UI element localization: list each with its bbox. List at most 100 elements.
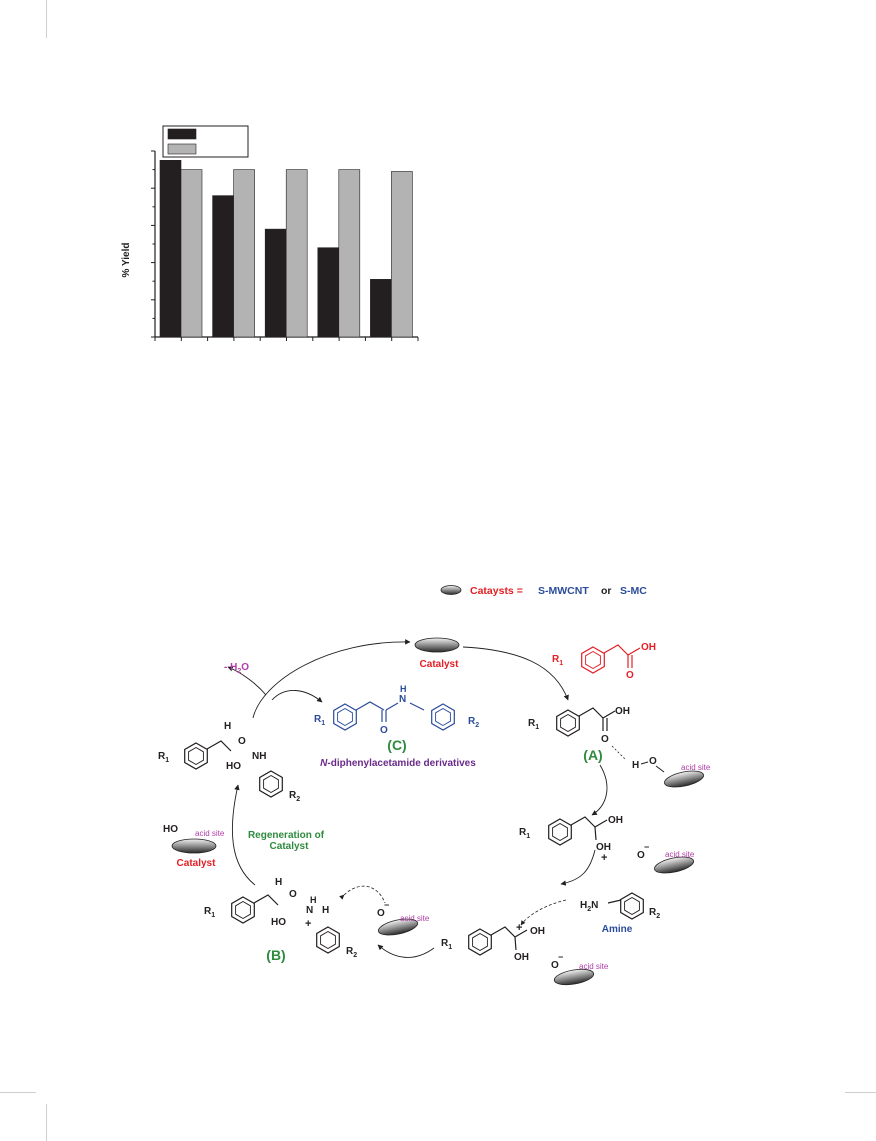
amine-reagent: H2N R2 Amine	[580, 892, 660, 935]
hydroxyl-label: OH	[514, 952, 529, 963]
r2-label: R2	[346, 946, 357, 959]
amine-label: NH	[252, 751, 266, 762]
amine-nh2-label: H2N	[580, 900, 598, 913]
catalyst-disk-icon	[414, 637, 460, 653]
catalyst-label: Catalyst	[420, 659, 460, 670]
acid-site-disk-icon	[663, 770, 705, 788]
regeneration-label: Regeneration of	[248, 830, 325, 841]
yield-bar-chart: % Yield	[121, 125, 419, 341]
intermediate-a: R1 OH O (A) H O acid site	[528, 706, 711, 788]
bar-series-1-cat-3	[264, 228, 287, 338]
acid-site-label: acid site	[195, 829, 225, 838]
hydroxyl-label: HO	[163, 824, 178, 835]
bar-series-2-cat-3	[285, 169, 308, 338]
acid-site-label: acid site	[681, 763, 711, 772]
hydrogen-label: H	[310, 895, 317, 905]
hydroxyl-label: OH	[596, 842, 611, 853]
acid-site-label: acid site	[579, 962, 609, 971]
oxygen-label: O	[380, 725, 388, 736]
bar-series-1-cat-2	[212, 195, 234, 338]
acid-site-label: acid site	[665, 850, 695, 859]
r2-label: R2	[468, 716, 479, 729]
crop-mark	[0, 1092, 36, 1093]
nitrogen-label: N	[306, 905, 313, 916]
oxygen-label: O	[626, 670, 634, 681]
intermediate-b: R1 H O HO N H H + R2 (B)	[204, 877, 357, 963]
catalyst-top: Catalyst	[414, 637, 460, 670]
carbocation-intermediate: R1 + OH OH O − acid site	[441, 899, 609, 986]
crop-mark	[46, 1104, 47, 1141]
oxygen-label: O	[238, 736, 246, 747]
bar-series-2-cat-4	[338, 169, 361, 338]
crop-mark	[845, 1092, 876, 1093]
hydrogen-label: H	[322, 905, 329, 916]
label-a: (A)	[583, 747, 602, 763]
legend-swatch-series-1	[167, 128, 197, 140]
hydroxyl-label: HO	[271, 917, 286, 928]
reaction-mechanism-scheme: Cataysts = S-MWCNT or S-MC Catalyst R1 O…	[158, 585, 711, 986]
legend-or: or	[601, 585, 612, 597]
hydroxyl-label: OH	[615, 706, 630, 717]
legend-catalyst-2: S-MC	[620, 585, 647, 597]
r1-label: R1	[519, 827, 530, 840]
catalyst-disk-icon	[440, 585, 462, 595]
r1-label: R1	[441, 938, 452, 951]
hydrogen-label: H	[632, 760, 639, 771]
label-c: (C)	[387, 737, 406, 753]
hydrogen-label: H	[224, 721, 231, 732]
oxide-label: O	[377, 908, 385, 919]
charge-plus: +	[305, 918, 311, 930]
r1-label: R1	[552, 654, 563, 667]
catalyst-disk-icon	[171, 838, 217, 854]
water-loss-label: - H2O	[224, 662, 249, 675]
bars	[159, 159, 413, 338]
bar-series-2-cat-2	[233, 169, 255, 338]
oxygen-label: O	[649, 756, 657, 767]
y-axis-label: % Yield	[121, 242, 132, 277]
charge-minus: −	[644, 842, 649, 852]
amine-label: Amine	[602, 924, 633, 935]
charge-plus: +	[516, 922, 522, 934]
acid-site-disk-icon	[653, 856, 695, 874]
y-ticks	[151, 150, 155, 338]
regeneration-label-2: Catalyst	[270, 841, 310, 852]
r1-label: R1	[314, 714, 325, 727]
amide-nitrogen-label: N	[399, 694, 406, 705]
bar-series-2-cat-1	[180, 169, 203, 338]
hydrogen-label: H	[275, 877, 282, 888]
product-c: R1 O N H R2 (C) N-diphenylacetamide deri…	[314, 684, 479, 769]
bar-series-1-cat-1	[159, 159, 182, 338]
charge-minus: −	[558, 952, 563, 962]
legend-label: Cataysts =	[470, 585, 523, 597]
hydroxyl-label: OH	[530, 926, 545, 937]
x-ticks	[154, 337, 419, 341]
charge-minus: −	[384, 900, 389, 910]
product-name: N-diphenylacetamide derivatives	[320, 758, 476, 769]
protonated-acid-intermediate: R1 OH OH + O − acid site	[519, 815, 695, 874]
tetrahedral-intermediate: R1 H O NH HO R2	[158, 721, 300, 803]
phenylacetic-acid-reagent: R1 OH O	[552, 642, 656, 681]
catalyst-legend: Cataysts = S-MWCNT or S-MC	[440, 585, 647, 597]
charge-plus: +	[601, 852, 607, 864]
oxygen-label: O	[289, 889, 297, 900]
r2-label: R2	[289, 790, 300, 803]
crop-mark	[46, 0, 47, 38]
regenerated-catalyst: HO acid site Catalyst	[163, 824, 225, 869]
legend-catalyst-1: S-MWCNT	[538, 585, 589, 597]
r1-label: R1	[158, 751, 169, 764]
label-b: (B)	[266, 947, 285, 963]
bar-series-2-cat-5	[391, 171, 413, 338]
bar-series-1-cat-4	[317, 247, 340, 338]
acid-site-label: acid site	[400, 914, 430, 923]
acid-site-middle: O − acid site	[339, 885, 430, 936]
bar-series-1-cat-5	[370, 279, 392, 338]
acid-site-disk-icon	[553, 968, 595, 986]
hydroxyl-label: HO	[226, 761, 241, 772]
acid-site-disk-icon	[377, 918, 419, 936]
legend-swatch-series-2	[167, 143, 197, 155]
r1-label: R1	[528, 718, 539, 731]
amide-hydrogen-label: H	[400, 684, 407, 694]
hydroxyl-label: OH	[641, 642, 656, 653]
legend	[162, 125, 249, 158]
r2-label: R2	[649, 907, 660, 920]
